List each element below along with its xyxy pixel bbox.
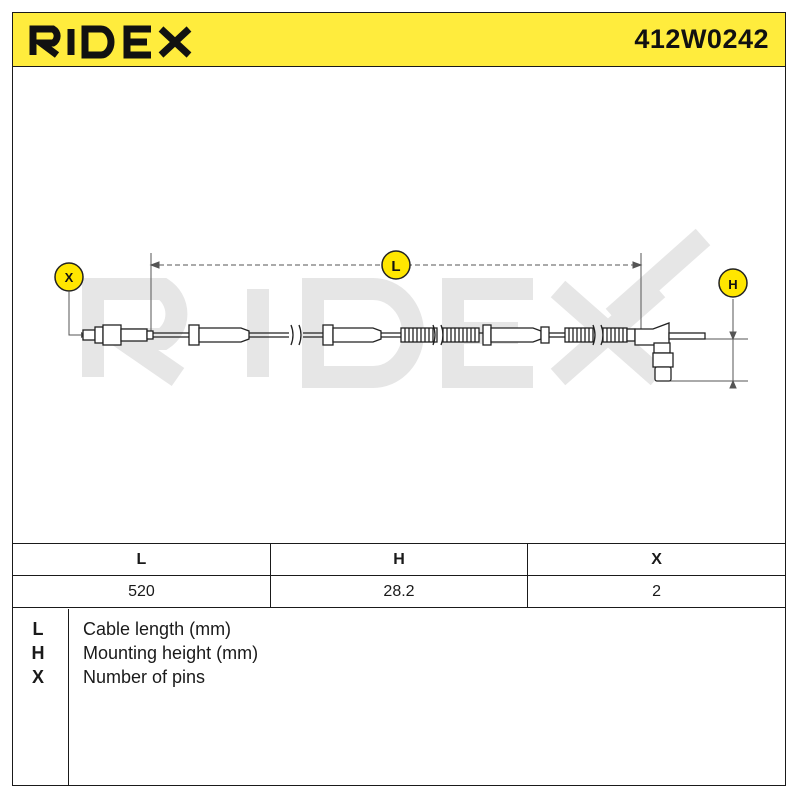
datasheet-frame: 412W0242 L X	[12, 12, 786, 786]
svg-text:X: X	[65, 270, 74, 285]
spec-header-pins: X	[527, 543, 785, 576]
spec-value-row: 520 28.2 2	[13, 575, 785, 608]
part-number: 412W0242	[634, 24, 769, 54]
spec-header-row: L H X	[13, 543, 785, 576]
legend-key: X	[31, 667, 44, 687]
sensor-cable	[82, 322, 706, 382]
legend-text: Mounting height (mm)	[83, 643, 259, 663]
legend-text: Number of pins	[83, 667, 206, 687]
ridex-logo	[29, 25, 192, 59]
spec-table: L H X 520 28.2 2	[13, 543, 785, 608]
legend-key: L	[32, 619, 44, 639]
spec-value-height: 28.2	[269, 575, 529, 608]
spec-value-length: 520	[13, 575, 271, 608]
technical-drawing: L X H	[54, 228, 748, 389]
svg-text:L: L	[391, 258, 400, 275]
legend-divider	[68, 609, 69, 785]
legend-item: X Number of pins	[13, 667, 785, 691]
dimension-height	[663, 299, 748, 389]
legend: L Cable length (mm) H Mounting height (m…	[13, 609, 785, 785]
spec-header-height: H	[269, 543, 529, 576]
callout-height: H	[718, 268, 748, 298]
svg-text:H: H	[728, 277, 737, 292]
legend-item: L Cable length (mm)	[13, 619, 785, 643]
spec-value-pins: 2	[527, 575, 785, 608]
legend-text: Cable length (mm)	[83, 619, 232, 639]
header-bar: 412W0242	[13, 13, 785, 67]
callout-length: L	[381, 250, 411, 280]
legend-item: H Mounting height (mm)	[13, 643, 785, 667]
corrugated-sleeve	[400, 327, 438, 343]
spec-header-length: L	[13, 543, 271, 576]
sensor-head	[634, 322, 706, 382]
legend-key: H	[31, 643, 45, 663]
